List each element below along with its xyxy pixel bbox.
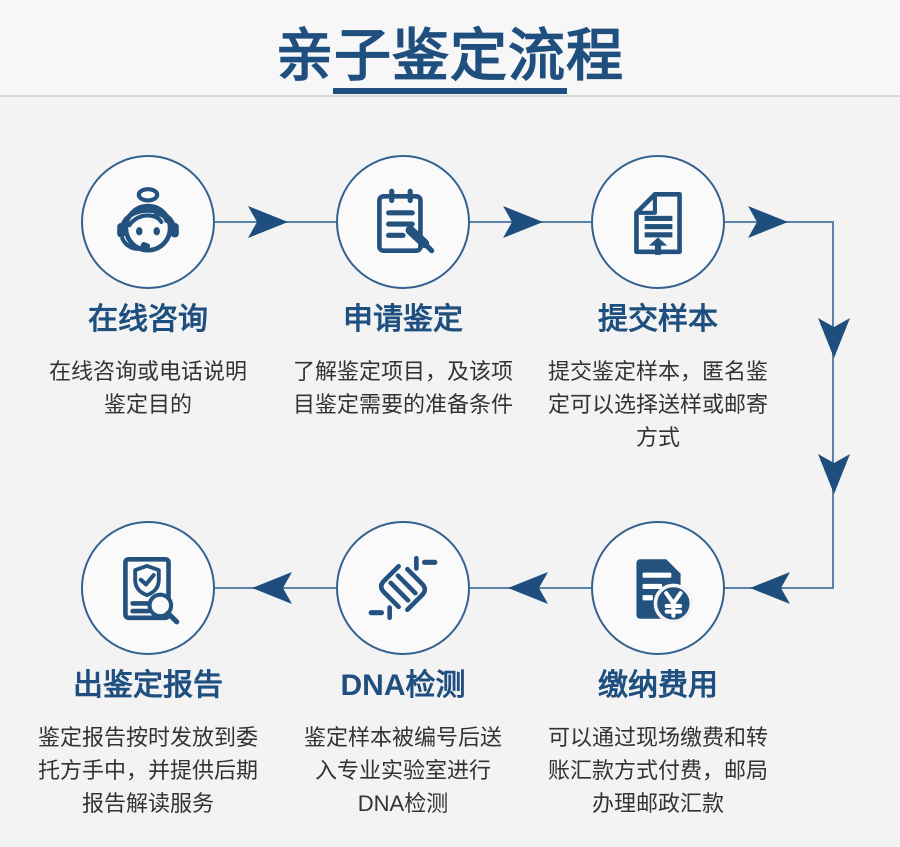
step-apply: 申请鉴定 了解鉴定项目，及该项 目鉴定需要的准备条件 [271, 155, 535, 421]
step-description: 提交鉴定样本，匿名鉴 定可以选择送样或邮寄 方式 [547, 359, 768, 450]
payment-yuan-icon [636, 559, 694, 624]
step-title: 在线咨询 [88, 303, 208, 336]
arrow-left-icon [252, 572, 292, 604]
step-circle [81, 521, 215, 655]
arrow-right-icon [748, 206, 788, 238]
page-title: 亲子鉴定流程 [276, 24, 624, 88]
header: 亲子鉴定流程 [0, 0, 900, 96]
step-submit-sample: 提交样本 提交鉴定样本，匿名鉴 定可以选择送样或邮寄 方式 [526, 155, 790, 454]
step-circle [336, 155, 470, 289]
step-dna-test: DNA检测 鉴定样本被编号后送 入专业实验室进行 DNA检测 [271, 521, 535, 820]
step-description: 可以通过现场缴费和转 账汇款方式付费，邮局 办理邮政汇款 [547, 725, 768, 816]
title-underline [333, 88, 567, 94]
report-check-icon [123, 556, 180, 625]
step-online-consult: 在线咨询 在线咨询或电话说明 鉴定目的 [16, 155, 280, 421]
arrow-left-icon [750, 572, 790, 604]
arrow-right-icon [248, 206, 288, 238]
apply-form-icon [377, 188, 435, 254]
step-circle [591, 155, 725, 289]
step-circle [81, 155, 215, 289]
step-description: 了解鉴定项目，及该项 目鉴定需要的准备条件 [292, 359, 513, 417]
step-description: 鉴定样本被编号后送 入专业实验室进行 DNA检测 [303, 725, 502, 816]
step-title: 出鉴定报告 [73, 669, 223, 702]
step-title: 提交样本 [598, 303, 718, 336]
upload-document-icon [634, 191, 682, 255]
customer-service-icon [117, 187, 179, 253]
step-circle [591, 521, 725, 655]
arrow-left-icon [508, 572, 548, 604]
arrow-down-icon [818, 454, 850, 494]
arrow-down-icon [818, 318, 850, 358]
step-description: 在线咨询或电话说明 鉴定目的 [48, 359, 247, 417]
dna-icon [368, 555, 438, 621]
step-description: 鉴定报告按时发放到委 托方手中，并提供后期 报告解读服务 [37, 725, 258, 816]
step-title: 缴纳费用 [598, 669, 718, 702]
arrow-right-icon [503, 206, 543, 238]
step-report: 出鉴定报告 鉴定报告按时发放到委 托方手中，并提供后期 报告解读服务 [16, 521, 280, 820]
step-pay-fee: 缴纳费用 可以通过现场缴费和转 账汇款方式付费，邮局 办理邮政汇款 [526, 521, 790, 820]
step-circle [336, 521, 470, 655]
step-title: 申请鉴定 [343, 303, 463, 336]
flow-line [832, 221, 834, 589]
header-separator-line [0, 95, 900, 97]
step-title: DNA检测 [340, 669, 466, 702]
